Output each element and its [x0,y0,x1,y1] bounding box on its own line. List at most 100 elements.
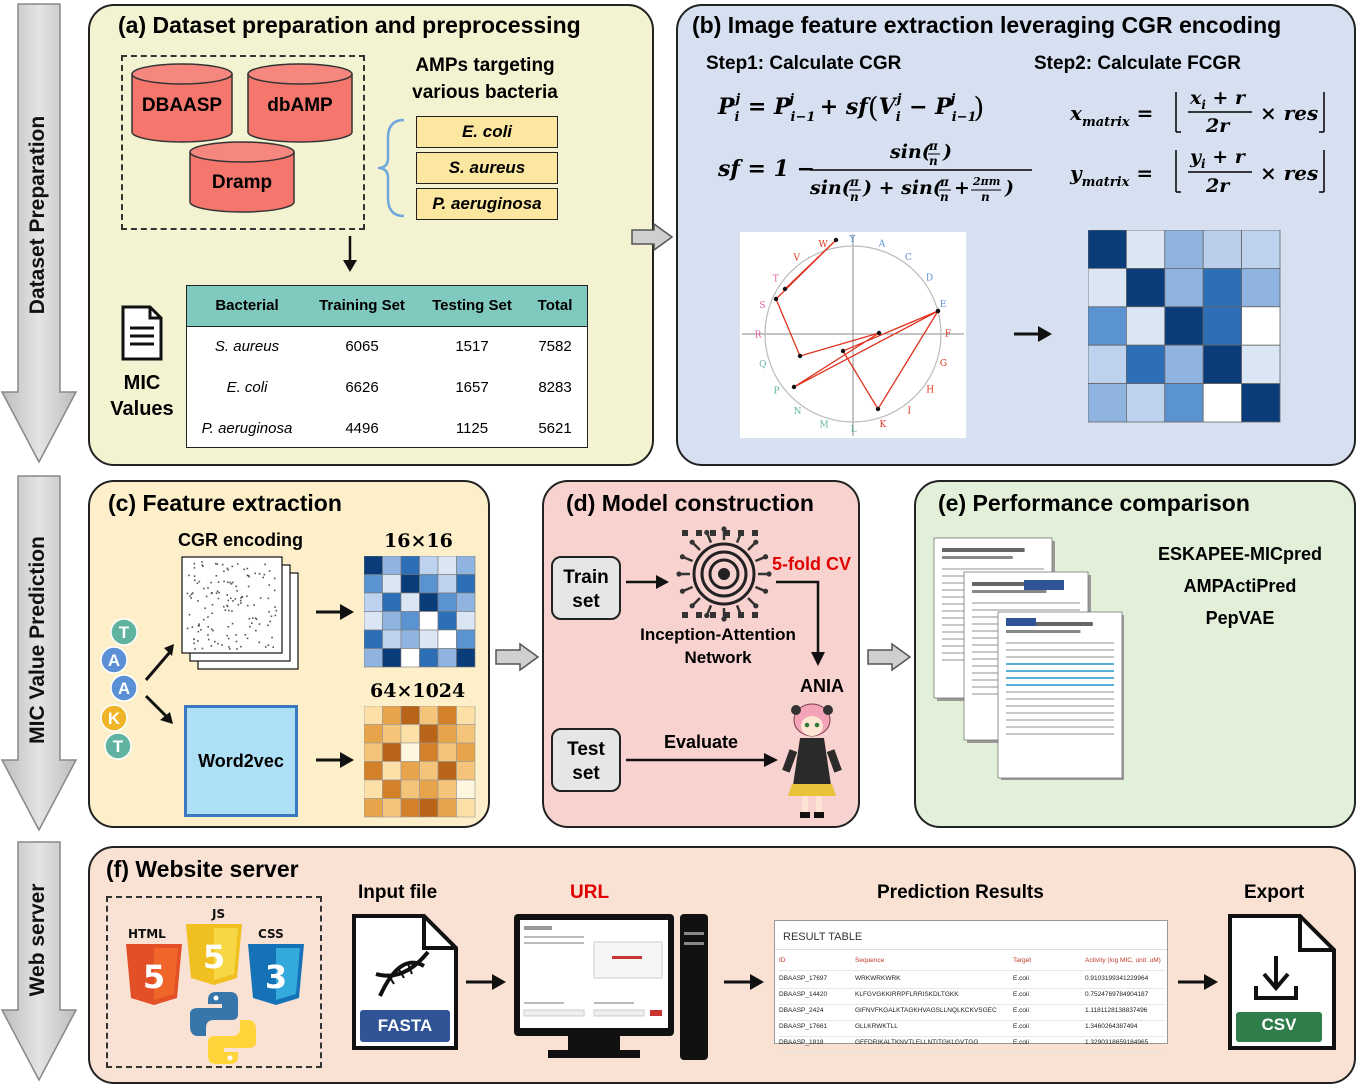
svg-text:2r: 2r [1205,115,1231,137]
svg-text:HTML: HTML [128,927,166,941]
fcgr-cell [1088,344,1127,384]
svg-text:JS: JS [211,907,225,921]
heat64-cell [364,779,383,799]
svg-text:2πm: 2πm [972,175,1000,188]
svg-text:2r: 2r [1205,175,1231,197]
sequence-bead-letter: T [113,737,124,756]
svg-text:n: n [850,190,859,204]
cgr-letter: G [940,359,947,369]
heatmap-64x1024 [364,706,476,818]
heat64-cell [456,779,476,799]
result-header-cell: Target [1013,957,1032,964]
heat64-cell [437,706,457,725]
size-64: 64×1024 [370,680,466,702]
size-16: 16×16 [384,530,453,552]
svg-text:π: π [939,175,949,189]
side-label-web: Web server [26,883,49,997]
fcgr-cell [1241,230,1281,269]
heat16-cell [382,574,402,594]
heat64-cell [437,798,457,818]
table-cell: 1517 [455,338,489,355]
sequence-bead [100,704,128,732]
heat64-cell [400,724,420,744]
svg-text:π: π [928,139,938,153]
sequence-bead-letter: A [108,651,120,670]
result-cell: DBAASP_2424 [779,1007,824,1014]
network-label-2: Network [684,648,752,667]
svg-text:sin(: sin( [809,177,852,199]
result-cell: 0.9103199341229964 [1085,975,1149,982]
heat16-cell [456,556,476,575]
fcgr-cell [1164,383,1204,423]
heat16-cell [364,629,383,649]
heat64-cell [419,798,439,818]
css3-icon: CSS 3 [248,927,304,1005]
csv-file-icon [1228,914,1336,1050]
fcgr-cell [1126,383,1166,423]
result-cell: GFFDRIKALTKNVTLELLNTITGKLGVTGG [855,1039,979,1046]
heat64-cell [437,742,457,762]
heat16-cell [419,611,439,631]
panel-c-title: (c) Feature extraction [108,490,342,516]
test-set-label: Test set [567,739,605,784]
svg-text:π: π [849,175,859,189]
cgr-letter: Y [848,235,856,245]
th-total: Total [537,297,573,314]
down-arrow-a [343,236,357,272]
cgr-letter: E [940,300,947,310]
arrow-net-to-ania [776,580,825,666]
result-table-title: RESULT TABLE [783,931,863,943]
svg-text:xmatrix =: xmatrix = [1069,101,1153,130]
network-label-1: Inception-Attention [640,625,796,644]
cgr-encoding-stack [181,556,299,670]
ania-character-icon [782,703,842,818]
method-ampactipred: AMPActiPred [1183,576,1297,596]
heat16-cell [437,611,457,631]
result-cell: KLFGVGKKIRRPFLRRISKDLTGKK [855,991,959,998]
heat16-cell [382,629,402,649]
tech-logos: HTML 5 JS 5 CSS 3 [126,907,304,1064]
heat16-cell [364,574,383,594]
result-cell: E.coli [1013,1023,1029,1030]
cylinder-dramp [189,141,295,213]
cylinder-dbamp [247,63,353,143]
amps-heading-2: various bacteria [412,82,558,103]
svg-text:sf = 1 −: sf = 1 − [717,156,815,182]
heat64-cell [364,742,383,762]
svg-text:CSS: CSS [258,927,284,941]
cgr-letter: L [851,425,857,435]
fcgr-cell [1164,344,1204,384]
fcgr-cell [1126,268,1166,308]
heat64-cell [400,742,420,762]
result-cell: E.coli [1013,975,1029,982]
heat16-cell [400,556,420,575]
arrow-url-to-results [724,974,764,990]
cv-label: 5-fold CV [772,554,851,574]
python-icon [190,992,256,1064]
table-cell: P. aeruginosa [201,420,293,437]
heat64-cell [419,779,439,799]
fcgr-cell [1202,230,1242,269]
train-set-box: Train set [551,556,621,620]
fcgr-cell [1088,306,1127,346]
heat16-cell [419,629,439,649]
arrow-cgr-to-fcgr [1014,326,1052,342]
heat16-cell [437,574,457,594]
svg-text:sin(: sin( [889,141,932,163]
fcgr-cell [1202,383,1242,423]
cgr-letter: S [759,301,765,311]
heat64-cell [400,798,420,818]
th-testing: Testing Set [432,297,512,314]
fcgr-cell [1126,230,1166,269]
svg-text:5: 5 [203,938,225,976]
heat16-cell [456,648,476,668]
side-label-mic: MIC Value Prediction [26,536,49,744]
arrow-fasta-to-url [466,974,506,990]
result-cell: E.coli [1013,991,1029,998]
cgr-letter: T [773,275,779,285]
result-cell: DBAASP_14420 [779,991,828,998]
result-cell: DBAASP_17697 [779,975,828,982]
cgr-letter: Q [759,360,766,370]
table-cell: 1125 [455,420,489,437]
